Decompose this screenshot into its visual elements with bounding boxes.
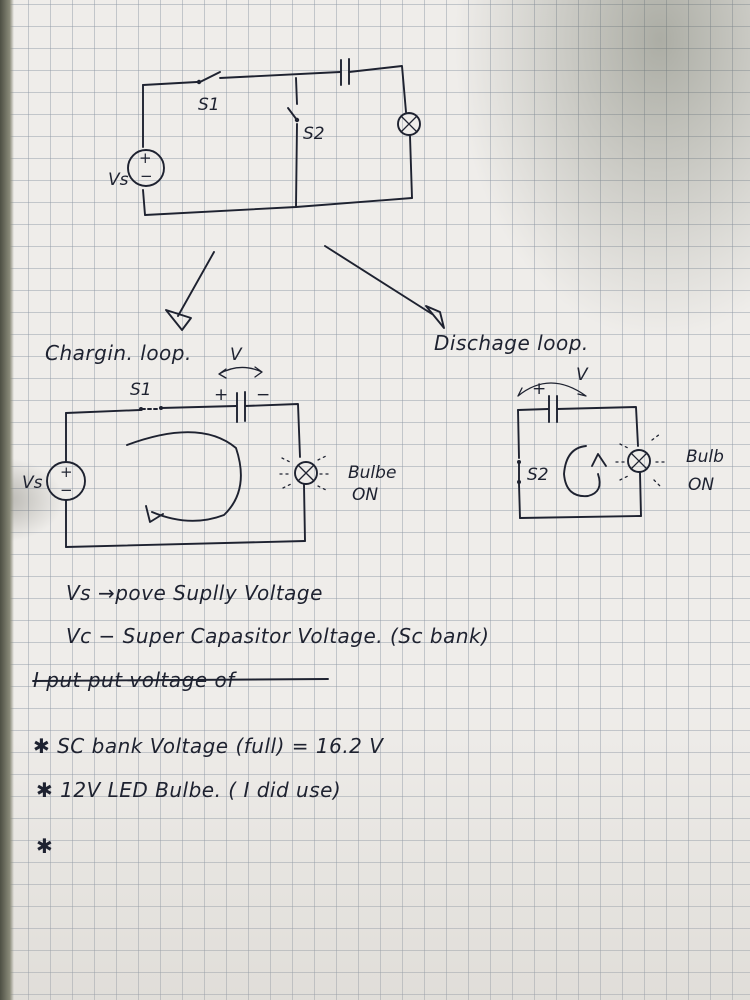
discharge-bulb-icon <box>627 449 651 473</box>
discharge-cap-plus: + <box>532 379 546 399</box>
charging-title: Chargin. loop. <box>45 341 192 365</box>
charging-cap-plus: + <box>214 385 228 405</box>
top-circuit-branch-lower <box>295 123 298 208</box>
top-circuit-bottom-wire <box>144 197 413 216</box>
top-switch1-label: S1 <box>198 95 220 115</box>
discharge-voltage-arrow <box>517 382 587 397</box>
discharge-switch-contact-b <box>517 480 521 484</box>
top-circuit-left-wire-lower <box>142 189 146 216</box>
arrow-to-charging <box>177 251 215 317</box>
discharge-bottom-wire <box>519 515 642 519</box>
top-circuit-top-wire-left <box>142 81 198 86</box>
top-circuit-branch-upper <box>295 77 298 105</box>
discharge-cap-voltage: V <box>576 365 589 385</box>
note-strikethrough <box>32 678 329 682</box>
top-circuit-right-wire <box>409 135 413 199</box>
discharge-current-arrowhead <box>591 453 607 467</box>
discharge-switch-contact-a <box>517 460 521 464</box>
discharge-switch-label: S2 <box>527 465 549 485</box>
charging-source-plus: + <box>60 463 73 481</box>
charging-source-label: Vs <box>22 473 43 493</box>
discharge-bulb-label: Bulb <box>686 447 724 467</box>
top-circuit: + − Vs S1 S2 <box>108 58 421 216</box>
discharge-bulb-state: ON <box>688 475 714 495</box>
switch-s2-blade <box>287 107 298 121</box>
charging-right-wire <box>303 484 306 542</box>
discharge-left-wire-lower <box>518 483 521 519</box>
switch-s2-contact <box>294 117 300 123</box>
branch-arrows <box>165 245 445 331</box>
charging-top-wire-mid <box>160 405 237 409</box>
discharge-top-wire-right <box>556 406 639 447</box>
arrow-to-charging-head <box>165 309 192 331</box>
charging-source-icon <box>46 461 86 501</box>
note-vc-definition: Vc − Super Capasitor Voltage. (Sc bank) <box>66 624 489 648</box>
discharge-bulb-cross <box>630 452 648 470</box>
note-led-bulb: ✱ 12V LED Bulbe. ( I did use) <box>36 778 341 802</box>
top-source-icon <box>127 149 165 187</box>
top-switch2-label: S2 <box>303 124 325 144</box>
charging-top-wire-left <box>65 409 141 414</box>
discharge-right-wire <box>639 472 642 517</box>
charging-current-arrowhead <box>145 505 164 523</box>
charging-bulb-icon <box>294 461 318 485</box>
top-bulb-cross <box>400 115 418 133</box>
discharge-top-wire-left <box>517 408 549 411</box>
switch-s1-contact <box>196 79 202 85</box>
charging-source-minus: − <box>60 481 73 499</box>
charging-voltage-arrow <box>218 366 263 379</box>
note-vs-definition: Vs →pove Suplly Voltage <box>66 581 323 605</box>
charging-loop-diagram: Chargin. loop. + − Vs S1 + − V Bulbe ON <box>22 341 396 548</box>
charging-bulb-cross <box>297 464 315 482</box>
notes: Vs →pove Suplly Voltage Vc − Super Capas… <box>32 581 489 858</box>
arrow-to-discharge-head <box>425 305 445 329</box>
charging-current-loop <box>126 431 242 522</box>
charging-top-wire-right <box>244 403 301 458</box>
top-bulb-icon <box>397 112 421 136</box>
top-source-plus: + <box>139 149 152 167</box>
top-source-label: Vs <box>108 170 129 190</box>
top-source-minus: − <box>140 167 153 185</box>
note-sc-bank-voltage: ✱ SC bank Voltage (full) = 16.2 V <box>33 734 384 758</box>
top-circuit-top-wire-mid <box>219 71 341 79</box>
charging-cap-minus: − <box>256 385 270 405</box>
charging-cap-voltage: V <box>230 345 243 365</box>
charging-bulb-label: Bulbe <box>348 463 396 483</box>
discharge-title: Dischage loop. <box>434 331 589 355</box>
switch-s1-blade <box>199 71 221 83</box>
paper-left-edge <box>0 0 14 1000</box>
charging-bulb-state: ON <box>352 485 378 505</box>
arrow-to-discharge <box>324 245 433 315</box>
note-empty-bullet: ✱ <box>36 834 53 858</box>
charging-switch-label: S1 <box>130 380 152 400</box>
charging-bottom-wire <box>65 540 306 548</box>
charging-switch-contact-a <box>139 407 143 411</box>
discharge-left-wire-upper <box>517 409 520 459</box>
discharge-current-loop <box>563 445 601 498</box>
discharge-loop-diagram: Dischage loop. S2 + V Bulb ON <box>434 331 724 519</box>
top-circuit-top-wire-right <box>348 65 407 113</box>
